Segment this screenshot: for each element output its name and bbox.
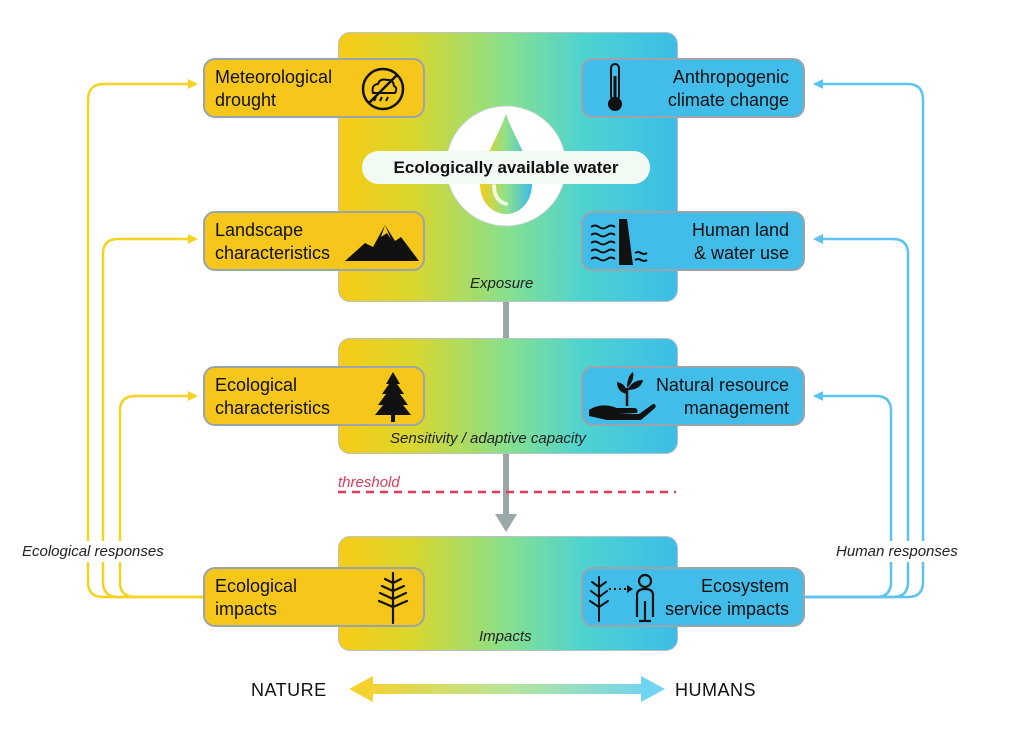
ecological-responses-label: Ecological responses: [22, 541, 164, 562]
impacts-label: Impacts: [479, 628, 532, 645]
dam-icon: [590, 219, 648, 265]
conifer-tree-icon: [375, 372, 411, 422]
nature-humans-axis: [349, 676, 665, 702]
nature-label: NATURE: [251, 680, 327, 700]
ecological-feedback-lines: [86, 79, 205, 599]
dead-tree-icon: [377, 571, 409, 625]
sensitivity-label: Sensitivity / adaptive capacity: [390, 430, 586, 447]
no-rain-cloud-icon: [361, 67, 405, 111]
human-feedback-lines: [805, 79, 925, 599]
mountain-icon: [345, 225, 419, 261]
ecologically-available-water-label: Ecologically available water: [362, 151, 650, 184]
humans-label: HUMANS: [675, 680, 757, 700]
tree-to-person-icon: [589, 573, 655, 623]
flow-arrowhead: [495, 514, 517, 532]
thermometer-icon: [608, 63, 622, 111]
hand-seedling-icon: [589, 372, 656, 420]
flow-connectors: [495, 300, 517, 532]
human-land-water-use-box: Human land& water use: [581, 211, 805, 271]
threshold-label: threshold: [338, 474, 400, 491]
human-responses-label: Human responses: [836, 541, 958, 562]
exposure-label: Exposure: [470, 275, 534, 292]
box-label: Human land& water use: [691, 220, 789, 263]
